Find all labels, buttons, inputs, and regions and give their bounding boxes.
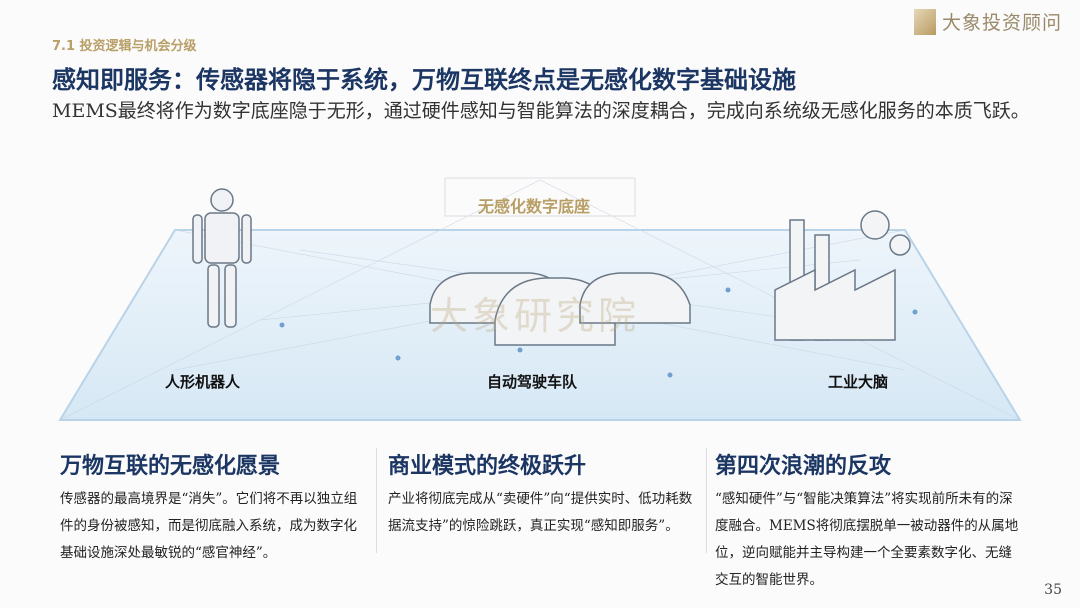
column-heading: 第四次浪潮的反攻 bbox=[715, 453, 892, 479]
section-label: 7.1 投资逻辑与机会分级 bbox=[52, 39, 197, 54]
column-divider bbox=[376, 448, 377, 553]
page-number: 35 bbox=[1044, 582, 1062, 598]
column-divider bbox=[706, 448, 707, 553]
column-heading: 万物互联的无感化愿景 bbox=[60, 453, 281, 479]
network-nodes bbox=[279, 287, 918, 378]
brand-logo: 大象投资顾问 bbox=[913, 8, 1062, 35]
column-fourth-wave: 第四次浪潮的反攻 “感知硬件”与“智能决策算法”将实现前所未有的深度融合。MEM… bbox=[715, 448, 1025, 594]
logo-mark-icon bbox=[913, 8, 936, 35]
humanoid-robot-icon bbox=[192, 188, 252, 328]
factory-icon bbox=[774, 210, 911, 341]
car-fleet-icon bbox=[429, 272, 691, 346]
page-title: 感知即服务：传感器将隐于系统，万物互联终点是无感化数字基础设施 bbox=[52, 66, 796, 94]
infrastructure-illustration bbox=[58, 177, 1022, 421]
column-body: 传感器的最高境界是“消失”。它们将不再以独立组件的身份被感知，而是彻底融入系统，… bbox=[60, 491, 358, 561]
column-vision: 万物互联的无感化愿景 传感器的最高境界是“消失”。它们将不再以独立组件的身份被感… bbox=[60, 448, 370, 567]
column-heading: 商业模式的终极跃升 bbox=[388, 453, 587, 479]
label-autonomous-fleet: 自动驾驶车队 bbox=[487, 373, 578, 391]
column-body: “感知硬件”与“智能决策算法”将实现前所未有的深度融合。MEMS将彻底摆脱单一被… bbox=[715, 491, 1019, 588]
watermark: 大象研究院 bbox=[430, 294, 641, 338]
brand-name: 大象投资顾问 bbox=[941, 12, 1062, 34]
digital-base-label: 无感化数字底座 bbox=[478, 197, 591, 216]
label-industrial-brain: 工业大脑 bbox=[828, 373, 889, 391]
column-body: 产业将彻底完成从“卖硬件”向“提供实时、低功耗数据流支持”的惊险跳跃，真正实现“… bbox=[388, 491, 693, 534]
base-frame bbox=[444, 177, 636, 217]
page-subtitle: MEMS最终将作为数字底座隐于无形，通过硬件感知与智能算法的深度耦合，完成向系统… bbox=[52, 100, 1030, 122]
column-business-model: 商业模式的终极跃升 产业将彻底完成从“卖硬件”向“提供实时、低功耗数据流支持”的… bbox=[388, 448, 698, 540]
label-humanoid-robot: 人形机器人 bbox=[165, 373, 241, 391]
